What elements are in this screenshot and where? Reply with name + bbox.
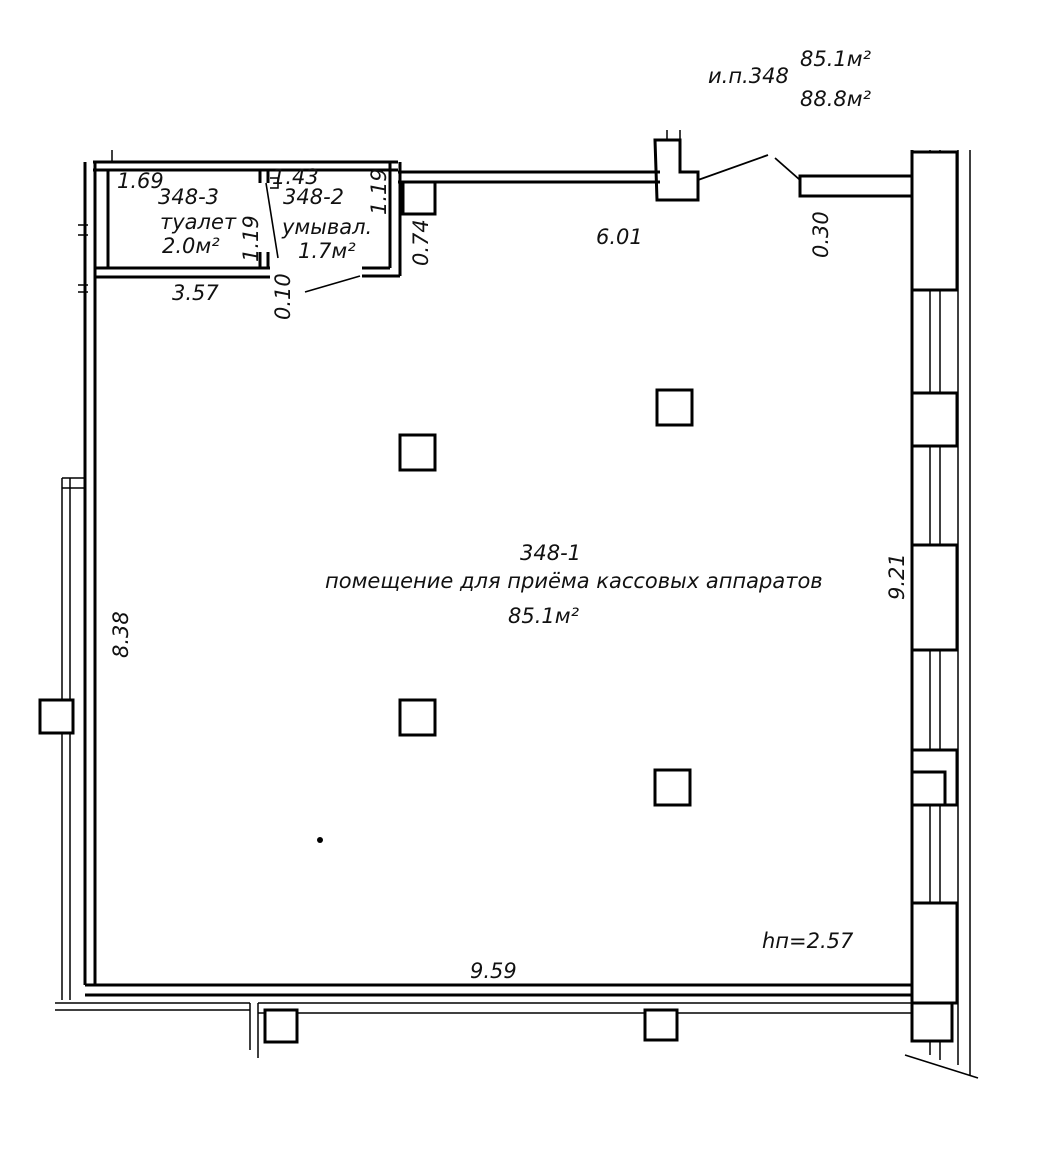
top-wall-small-rooms	[93, 160, 398, 172]
facade-pier-1	[910, 150, 959, 292]
entrance-pier-right	[798, 174, 914, 198]
column-bottom-1	[263, 1008, 299, 1044]
right-wall-base	[904, 1054, 979, 1079]
left-wall-outer-ledge	[61, 477, 85, 1000]
door-leaf	[697, 154, 769, 181]
dim-partition-thickness: 0.10	[271, 273, 295, 320]
dim-toilet-partition: 1.19	[239, 215, 263, 262]
washroom-name: умывал.	[281, 215, 372, 239]
top-wall-main	[398, 170, 660, 184]
dimension-labels: 1.69 1.43 1.19 1.19 3.57 0.10 0.74 6.01 …	[109, 165, 909, 983]
column-3	[398, 698, 437, 737]
toilet-labels: 348-3 туалет 2.0м²	[158, 185, 237, 258]
columns	[38, 180, 694, 1044]
main-room-labels: 348-1 помещение для приёма кассовых аппа…	[325, 541, 823, 628]
toilet-area: 2.0м²	[162, 234, 220, 258]
unit-area-1: 85.1м²	[800, 47, 872, 71]
left-wall	[83, 162, 97, 985]
unit-label: и.п.348	[708, 64, 789, 88]
toilet-inner-walls	[95, 170, 270, 279]
entrance	[653, 130, 914, 202]
dim-toilet-height: 1.69	[117, 169, 164, 193]
dim-corridor-length: 3.57	[172, 281, 219, 305]
toilet-name: туалет	[160, 210, 237, 234]
column-left-wall	[38, 698, 75, 735]
facade-pier-4-inner	[910, 770, 947, 807]
column-4	[653, 768, 692, 807]
toilet-door	[265, 182, 279, 259]
facade-pier-6	[910, 1001, 954, 1043]
ceiling-height: hп=2.57	[762, 929, 854, 953]
bottom-wall	[85, 983, 912, 997]
column-1	[655, 388, 694, 427]
column-bottom-2	[643, 1008, 679, 1042]
entrance-pier-left-mark	[666, 130, 681, 140]
washroom-area: 1.7м²	[298, 239, 356, 263]
main-room-area: 85.1м²	[508, 604, 580, 628]
washroom-door	[304, 275, 361, 293]
column-2	[398, 433, 437, 472]
bottom-wall-outer	[55, 1002, 912, 1058]
small-rooms	[78, 150, 402, 293]
unit-area-2: 88.8м²	[800, 87, 872, 111]
dim-right-wall: 9.21	[885, 553, 909, 600]
dim-entrance-wall: 0.30	[809, 211, 833, 258]
dim-column-offset: 0.74	[409, 219, 433, 266]
facade-piers	[910, 150, 959, 1043]
toilet-number: 348-3	[158, 185, 219, 209]
dim-top-wall: 6.01	[596, 225, 643, 249]
washroom-labels: 348-2 умывал. 1.7м²	[281, 185, 372, 263]
facade-pier-5	[910, 901, 959, 1005]
washroom-right-wall	[362, 162, 402, 278]
dim-bottom-wall: 9.59	[470, 959, 517, 983]
dim-washroom-height: 1.19	[367, 168, 391, 215]
toilet-washroom-partition	[258, 170, 270, 268]
main-room-number: 348-1	[520, 541, 581, 565]
facade-pier-3	[910, 543, 959, 652]
washroom-number: 348-2	[283, 185, 344, 209]
door-jamb	[774, 157, 801, 181]
vent-marks	[270, 177, 279, 189]
column-near-washroom	[401, 180, 437, 216]
main-room-name: помещение для приёма кассовых аппаратов	[325, 569, 823, 593]
left-tick-marks	[78, 150, 113, 293]
unit-info: и.п.348 85.1м² 88.8м²	[708, 47, 872, 111]
dim-left-wall: 8.38	[109, 611, 133, 658]
entrance-pier-left	[653, 138, 700, 202]
marker-dot	[317, 837, 323, 843]
dim-washroom-width: 1.43	[272, 165, 319, 189]
facade-pier-2	[910, 391, 959, 448]
